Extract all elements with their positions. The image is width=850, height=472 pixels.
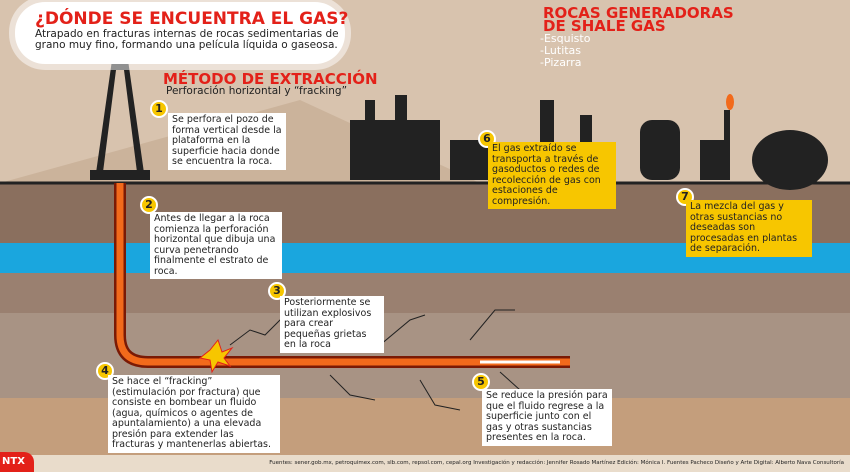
cloud-text: Atrapado en fracturas internas de rocas …: [35, 28, 339, 51]
ntx-logo: NTX: [0, 452, 34, 472]
step-5-box: Se reduce la presión para que el fluido …: [482, 389, 612, 446]
step-number: 3: [268, 282, 286, 300]
step-4-box: Se hace el “fracking” (estimulación por …: [108, 375, 280, 453]
rock-item: -Esquisto: [540, 32, 591, 45]
flare-icon: [726, 94, 734, 110]
step-number: 2: [140, 196, 158, 214]
step-2-box: Antes de llegar a la roca comienza la pe…: [150, 212, 282, 279]
well-pipe-inner: [116, 183, 570, 366]
method-title: MÉTODO DE EXTRACCIÓN: [163, 70, 378, 88]
step-1-box: Se perfora el pozo de forma vertical des…: [168, 113, 286, 170]
method-subtitle: Perforación horizontal y “fracking”: [166, 85, 348, 97]
info-cloud: [15, 2, 345, 64]
step-6-box: El gas extraído se transporta a través d…: [488, 142, 616, 209]
rock-item: -Lutitas: [540, 44, 582, 57]
footer-credits: Fuentes: sener.gob.mx, petroquimex.com, …: [0, 455, 850, 472]
step-number: 5: [472, 373, 490, 391]
step-7-box: La mezcla del gas y otras sustancias no …: [686, 200, 812, 257]
step-number: 1: [150, 100, 168, 118]
rock-layer: [0, 273, 850, 313]
rocks-list: -Esquisto -Lutitas -Pizarra: [540, 33, 590, 69]
cloud-title: ¿DÓNDE SE ENCUENTRA EL GAS?: [35, 9, 349, 29]
explosion-icon: [198, 338, 234, 374]
rocks-title-1: ROCAS GENERADORAS: [543, 4, 734, 22]
step-3-box: Posteriormente se utilizan explosivos pa…: [280, 296, 384, 353]
rock-item: -Pizarra: [540, 56, 582, 69]
rocks-title-2: DE SHALE GAS: [543, 17, 666, 35]
